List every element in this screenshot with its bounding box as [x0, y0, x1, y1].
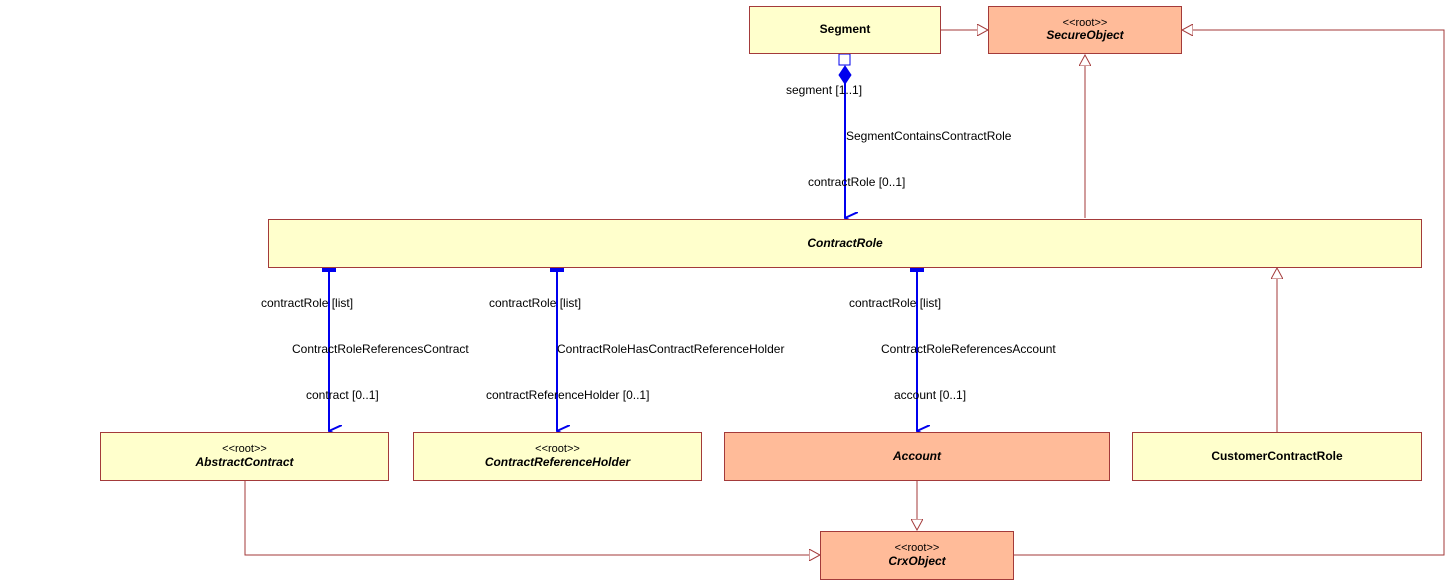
class-name: CustomerContractRole — [1211, 448, 1343, 463]
class-account[interactable]: Account — [724, 432, 1110, 481]
association-end-square-icon — [910, 266, 924, 272]
association-name-label: ContractRoleReferencesContract — [292, 342, 469, 356]
stereotype-label: <<root>> — [1062, 16, 1108, 29]
class-segment[interactable]: Segment — [749, 6, 941, 54]
stereotype-label: <<root>> — [894, 542, 940, 555]
role-label-target: account [0..1] — [894, 388, 967, 402]
class-name: Account — [893, 448, 941, 463]
association-name-label: ContractRoleReferencesAccount — [881, 342, 1056, 356]
class-secure-object[interactable]: <<root>> SecureObject — [988, 6, 1182, 54]
class-name: ContractReferenceHolder — [484, 454, 631, 469]
class-abstract-contract[interactable]: <<root>> AbstractContract — [100, 432, 389, 481]
class-contract-role[interactable]: ContractRole — [268, 219, 1422, 268]
class-customer-contract-role[interactable]: CustomerContractRole — [1132, 432, 1422, 481]
association-end-square-icon — [550, 266, 564, 272]
port-square-icon — [838, 53, 851, 66]
role-label-target: contractRole [0..1] — [808, 175, 906, 189]
role-label-target: contract [0..1] — [306, 388, 379, 402]
role-label-source: segment [1..1] — [786, 83, 863, 97]
class-name: Segment — [819, 22, 871, 37]
role-label-target: contractReferenceHolder [0..1] — [486, 388, 650, 402]
class-name: SecureObject — [1046, 28, 1124, 43]
class-crx-object[interactable]: <<root>> CrxObject — [820, 531, 1014, 580]
class-contract-reference-holder[interactable]: <<root>> ContractReferenceHolder — [413, 432, 702, 481]
class-name: ContractRole — [807, 235, 883, 250]
association-end-square-icon — [322, 266, 336, 272]
class-name: AbstractContract — [195, 454, 294, 469]
class-name: CrxObject — [888, 553, 946, 568]
generalization-crxobject-secureobject[interactable] — [1013, 30, 1445, 556]
role-label-source: contractRole [list] — [261, 296, 354, 310]
role-label-source: contractRole [list] — [489, 296, 582, 310]
association-name-label: ContractRoleHasContractReferenceHolder — [557, 342, 785, 356]
stereotype-label: <<root>> — [222, 443, 267, 456]
role-label-source: contractRole [list] — [849, 296, 942, 310]
generalization-abstractcontract-crxobject[interactable] — [244, 481, 820, 555]
stereotype-label: <<root>> — [535, 443, 580, 456]
association-name-label: SegmentContainsContractRole — [846, 129, 1012, 143]
composition-diamond-icon — [838, 65, 852, 85]
